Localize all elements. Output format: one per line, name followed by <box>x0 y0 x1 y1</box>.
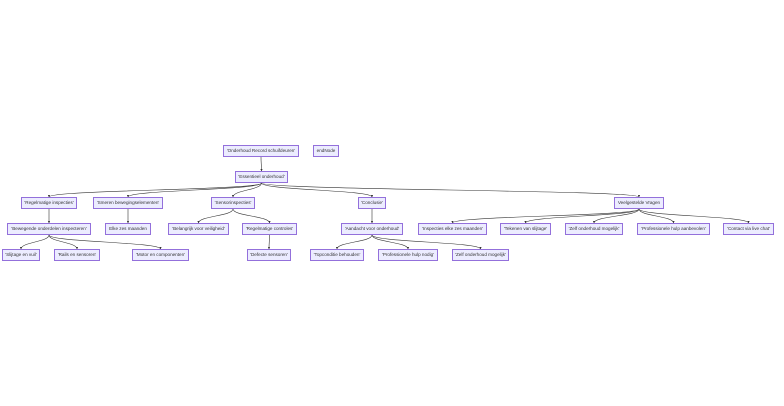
edge-attention-maintenance-to-professional-needed <box>371 234 410 250</box>
edge-attention-maintenance-to-top-condition <box>335 234 373 250</box>
node-inspect-six-months: 'Inspecties elke zes maanden' <box>418 223 487 235</box>
node-rails-sensors: 'Rails en sensoren' <box>54 249 100 261</box>
node-signs-wear: 'Tekenen van slijtage' <box>500 223 551 235</box>
node-contact-chat: 'Contact via live chat' <box>723 223 774 235</box>
edge-root-to-faq <box>261 182 641 198</box>
node-regular-checks: 'Regelmatige controles' <box>242 223 297 235</box>
edge-faq-to-inspect-six-months <box>451 208 640 224</box>
edge-inspect-moving-to-rails-sensors <box>48 234 79 250</box>
node-defective-sensors: 'Defecte sensoren' <box>247 249 291 261</box>
node-end: endNode <box>313 145 339 157</box>
node-lubricate: 'Smeren bewegingselementen' <box>93 197 163 209</box>
edge-faq-to-professional-recommended <box>638 208 675 224</box>
edge-title-to-root <box>260 156 263 172</box>
edge-faq-to-contact-chat <box>638 208 750 224</box>
node-root: 'Essentieel onderhoud' <box>235 171 288 183</box>
node-professional-recommended: 'Professionele hulp aanbevolen' <box>637 223 710 235</box>
node-top-condition: 'Topconditie behouden' <box>310 249 364 261</box>
edge-inspect-moving-to-motor-components <box>48 234 162 250</box>
node-six-months-lubrication: Elke zes maanden <box>105 223 151 235</box>
edge-root-to-lubricate <box>126 182 262 198</box>
node-inspect-moving: 'Bewegende onderdelen inspecteren' <box>7 223 91 235</box>
node-sensor-inspection: 'Sensorinspecties' <box>211 197 255 209</box>
node-attention-maintenance: 'Aandacht voor onderhoud' <box>341 223 403 235</box>
edge-faq-to-self-maintenance-faq <box>592 208 640 224</box>
edge-root-to-regular-inspections <box>47 182 262 198</box>
node-faq: Veelgestelde Vragen <box>614 197 664 209</box>
node-wear-tear: 'Slijtage en vuil' <box>2 249 40 261</box>
edge-inspect-moving-to-wear-tear <box>19 234 50 250</box>
node-title: 'Onderhoud Record schuifdeuren' <box>223 145 299 157</box>
edge-attention-maintenance-to-self-maintenance-conclusion <box>371 234 482 250</box>
edge-root-to-sensor-inspection <box>231 182 262 198</box>
edge-root-to-conclusion <box>261 182 374 198</box>
edge-regular-checks-to-defective-sensors <box>267 234 271 250</box>
edge-sensor-inspection-to-regular-checks <box>232 208 271 224</box>
edge-faq-to-signs-wear <box>524 208 640 224</box>
node-conclusion: 'Conclusie' <box>358 197 386 209</box>
node-motor-components: 'Motor en componenten' <box>132 249 189 261</box>
node-professional-needed: 'Professionele hulp nodig' <box>378 249 438 261</box>
node-important-safety: 'Belangrijk voor veiligheid' <box>168 223 229 235</box>
node-self-maintenance-conclusion: 'Zelf onderhoud mogelijk' <box>452 249 509 261</box>
node-regular-inspections: 'Regelmatige inspecties' <box>21 197 77 209</box>
node-self-maintenance-faq: 'Zelf onderhoud mogelijk' <box>565 223 623 235</box>
edge-sensor-inspection-to-important-safety <box>197 208 234 224</box>
